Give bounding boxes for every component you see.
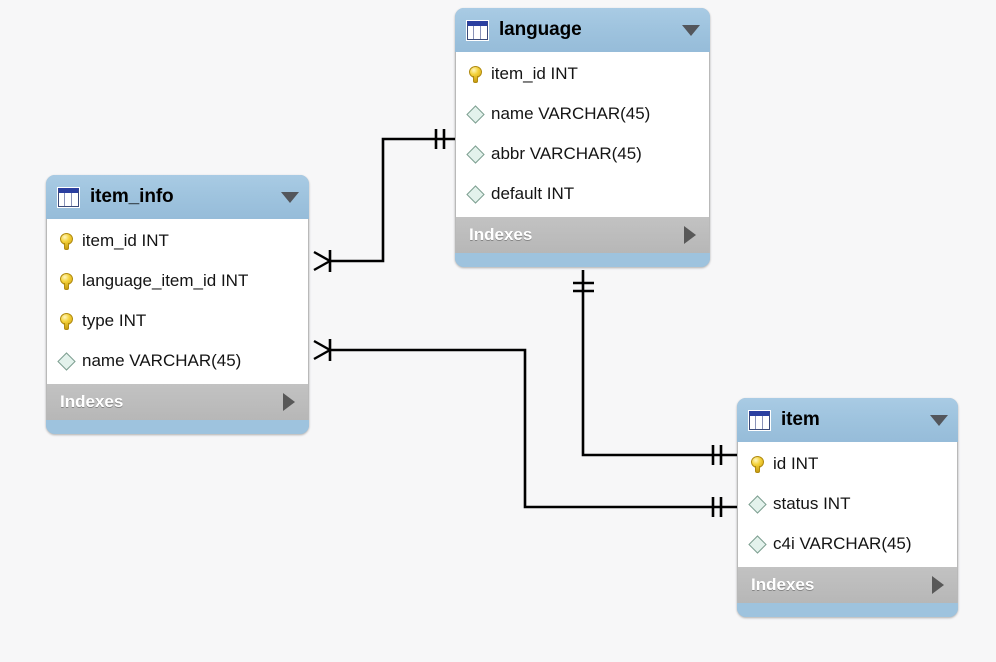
key-icon (60, 232, 73, 250)
table-footer (737, 603, 958, 617)
relationship-item_info-item[interactable] (313, 339, 737, 517)
column-row[interactable]: item_id INT (47, 221, 308, 261)
table-item_info-title: item_info (90, 186, 174, 207)
key-icon (751, 455, 764, 473)
column-label: abbr VARCHAR(45) (491, 144, 642, 163)
key-icon (469, 65, 482, 83)
column-label: name VARCHAR(45) (82, 351, 242, 370)
chevron-down-icon[interactable] (930, 414, 948, 426)
chevron-right-icon[interactable] (932, 576, 944, 594)
table-icon (749, 410, 770, 430)
diamond-icon (466, 184, 485, 204)
column-label: status INT (773, 494, 851, 513)
table-item-title: item (781, 409, 820, 430)
column-label: c4i VARCHAR(45) (773, 534, 912, 553)
diamond-icon (466, 144, 485, 164)
column-label: default INT (491, 184, 575, 203)
column-row[interactable]: name VARCHAR(45) (47, 341, 308, 381)
indexes-label: Indexes (60, 392, 124, 411)
table-language[interactable]: language item_id INT name VARCHAR(45) ab… (455, 8, 710, 267)
column-label: name VARCHAR(45) (491, 104, 651, 123)
column-row[interactable]: c4i VARCHAR(45) (738, 524, 957, 564)
column-row[interactable]: abbr VARCHAR(45) (456, 134, 709, 174)
column-label: id INT (773, 454, 819, 473)
relationship-language-item[interactable] (573, 270, 737, 465)
column-row[interactable]: id INT (738, 444, 957, 484)
column-label: item_id INT (82, 231, 169, 250)
diamond-icon (748, 494, 767, 514)
column-row[interactable]: name VARCHAR(45) (456, 94, 709, 134)
column-row[interactable]: language_item_id INT (47, 261, 308, 301)
column-label: item_id INT (491, 64, 578, 83)
column-label: type INT (82, 311, 147, 330)
table-item_info-indexes[interactable]: Indexes (46, 384, 309, 420)
table-item-columns: id INT status INT c4i VARCHAR(45) (737, 442, 958, 567)
column-row[interactable]: item_id INT (456, 54, 709, 94)
table-language-header[interactable]: language (455, 8, 710, 52)
column-label: language_item_id INT (82, 271, 249, 290)
table-icon (58, 187, 79, 207)
column-row[interactable]: default INT (456, 174, 709, 214)
chevron-down-icon[interactable] (682, 24, 700, 36)
key-icon (60, 312, 73, 330)
diamond-icon (466, 104, 485, 124)
table-item_info-header[interactable]: item_info (46, 175, 309, 219)
indexes-label: Indexes (751, 575, 815, 594)
table-item_info-columns: item_id INT language_item_id INT type IN… (46, 219, 309, 384)
table-item-indexes[interactable]: Indexes (737, 567, 958, 603)
table-language-columns: item_id INT name VARCHAR(45) abbr VARCHA… (455, 52, 710, 217)
chevron-right-icon[interactable] (283, 393, 295, 411)
column-row[interactable]: type INT (47, 301, 308, 341)
table-item-header[interactable]: item (737, 398, 958, 442)
indexes-label: Indexes (469, 225, 533, 244)
table-icon (467, 20, 488, 40)
table-language-indexes[interactable]: Indexes (455, 217, 710, 253)
relationship-item_info-language[interactable] (313, 129, 455, 272)
key-icon (60, 272, 73, 290)
diamond-icon (57, 351, 76, 371)
table-item_info[interactable]: item_info item_id INT language_item_id I… (46, 175, 309, 434)
column-row[interactable]: status INT (738, 484, 957, 524)
chevron-down-icon[interactable] (281, 191, 299, 203)
diamond-icon (748, 534, 767, 554)
table-footer (46, 420, 309, 434)
table-footer (455, 253, 710, 267)
table-language-title: language (499, 19, 582, 40)
table-item[interactable]: item id INT status INT c4i VARCHAR(45) I… (737, 398, 958, 617)
chevron-right-icon[interactable] (684, 226, 696, 244)
